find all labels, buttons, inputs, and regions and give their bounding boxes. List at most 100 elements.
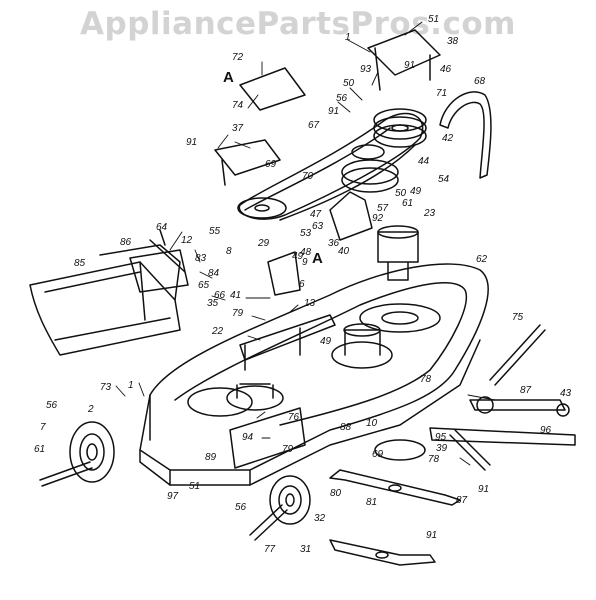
- blade-adapter-39: [374, 439, 426, 461]
- section-mark-a: A: [223, 69, 234, 86]
- part-number-label: 53: [300, 228, 312, 239]
- deck-housing: [139, 263, 489, 471]
- part-number-label: 47: [310, 209, 322, 220]
- part-number-label: 91: [426, 530, 437, 541]
- belt-guard-68: [439, 91, 492, 179]
- part-number-label: 78: [428, 454, 440, 465]
- part-number-label: 77: [264, 544, 276, 555]
- part-number-label: 73: [100, 382, 112, 393]
- part-number-label: 95: [435, 432, 447, 443]
- part-number-label: 46: [440, 64, 452, 75]
- part-number-label: 91: [404, 60, 415, 71]
- part-number-label: 84: [208, 268, 220, 279]
- part-number-label: 50: [343, 78, 355, 89]
- part-number-label: 62: [476, 254, 488, 265]
- part-number-label: 71: [436, 88, 447, 99]
- part-number-label: 83: [195, 253, 207, 264]
- bolt-80: [39, 461, 93, 487]
- part-number-label: 51: [428, 14, 439, 25]
- part-number-label: 81: [366, 497, 377, 508]
- part-number-label: 78: [420, 374, 432, 385]
- part-number-label: 87: [520, 385, 532, 396]
- spindle-assembly-23: [377, 231, 419, 281]
- part-number-label: 87: [456, 495, 468, 506]
- part-number-label: 54: [438, 174, 450, 185]
- part-number-label: 8: [226, 246, 232, 257]
- part-number-label: 56: [235, 502, 247, 513]
- part-number-label: 44: [418, 156, 430, 167]
- part-number-label: 69: [265, 159, 277, 170]
- part-number-label: 1: [345, 32, 351, 43]
- part-number-label: 49: [292, 251, 304, 262]
- part-number-label: 43: [560, 388, 572, 399]
- part-number-label: 10: [366, 418, 378, 429]
- part-number-label: 76: [288, 412, 300, 423]
- part-number-label: 38: [447, 36, 459, 47]
- part-number-label: 89: [205, 452, 217, 463]
- part-number-label: 56: [336, 93, 348, 104]
- part-number-label: 29: [257, 238, 270, 249]
- part-number-label: 88: [340, 422, 352, 433]
- part-number-label: 61: [34, 444, 45, 455]
- blade-32: [329, 469, 461, 506]
- part-number-label: 57: [377, 203, 389, 214]
- deck-front-edge: [149, 394, 251, 486]
- part-number-label: 40: [338, 246, 350, 257]
- bracket-66: [267, 251, 301, 296]
- part-number-label: 80: [330, 488, 342, 499]
- part-number-label: 51: [189, 481, 200, 492]
- watermark: AppliancePartsPros.com: [80, 6, 516, 42]
- part-number-label: 65: [198, 280, 210, 291]
- blade-31: [329, 539, 436, 566]
- part-number-label: 72: [232, 52, 244, 63]
- part-number-label: 48: [300, 247, 312, 258]
- part-number-label: 66: [214, 290, 226, 301]
- part-number-label: 75: [512, 312, 524, 323]
- part-number-label: 64: [156, 222, 168, 233]
- part-number-label: 1: [128, 380, 134, 391]
- part-number-label: 7: [40, 422, 46, 433]
- part-number-label: 37: [232, 123, 244, 134]
- part-number-label: 50: [395, 188, 407, 199]
- part-number-label: 55: [209, 226, 221, 237]
- part-number-label: 97: [167, 491, 179, 502]
- part-number-label: 36: [328, 238, 340, 249]
- part-number-label: 68: [474, 76, 486, 87]
- idler-arm-63: [329, 191, 373, 241]
- part-number-label: 35: [207, 298, 219, 309]
- bracket-37: [214, 139, 281, 186]
- baffle-41: [239, 314, 336, 361]
- link-rod-2: [429, 427, 576, 446]
- part-number-label: 63: [312, 221, 324, 232]
- drive-belt-67: [238, 112, 424, 220]
- part-number-label: 91: [186, 137, 197, 148]
- part-number-label: 22: [211, 326, 224, 337]
- part-number-label: 42: [442, 133, 454, 144]
- bracket-38: [367, 29, 441, 91]
- part-number-label: 2: [87, 404, 94, 415]
- part-number-label: 56: [46, 400, 58, 411]
- bracket-74: [239, 67, 306, 111]
- section-mark-a: A: [312, 250, 323, 267]
- deck-skirt: [139, 339, 481, 486]
- left-spindle-housing: [226, 385, 284, 411]
- part-number-label: 79: [282, 444, 294, 455]
- part-number-label: 86: [120, 237, 132, 248]
- part-number-label: 69: [372, 449, 384, 460]
- part-number-label: 31: [300, 544, 311, 555]
- part-number-label: 23: [423, 208, 436, 219]
- part-number-label: 13: [304, 298, 316, 309]
- part-number-label: 91: [328, 106, 339, 117]
- link-rod-1: [469, 399, 566, 411]
- part-number-label: 49: [320, 336, 332, 347]
- center-spindle-housing: [331, 341, 393, 369]
- part-number-label: 12: [181, 235, 193, 246]
- part-number-label: 67: [308, 120, 320, 131]
- gauge-wheel-76: [69, 421, 115, 483]
- part-number-label: 6: [299, 279, 305, 290]
- part-number-label: 85: [74, 258, 86, 269]
- bolt-81: [249, 504, 288, 541]
- part-number-label: 9: [302, 257, 308, 268]
